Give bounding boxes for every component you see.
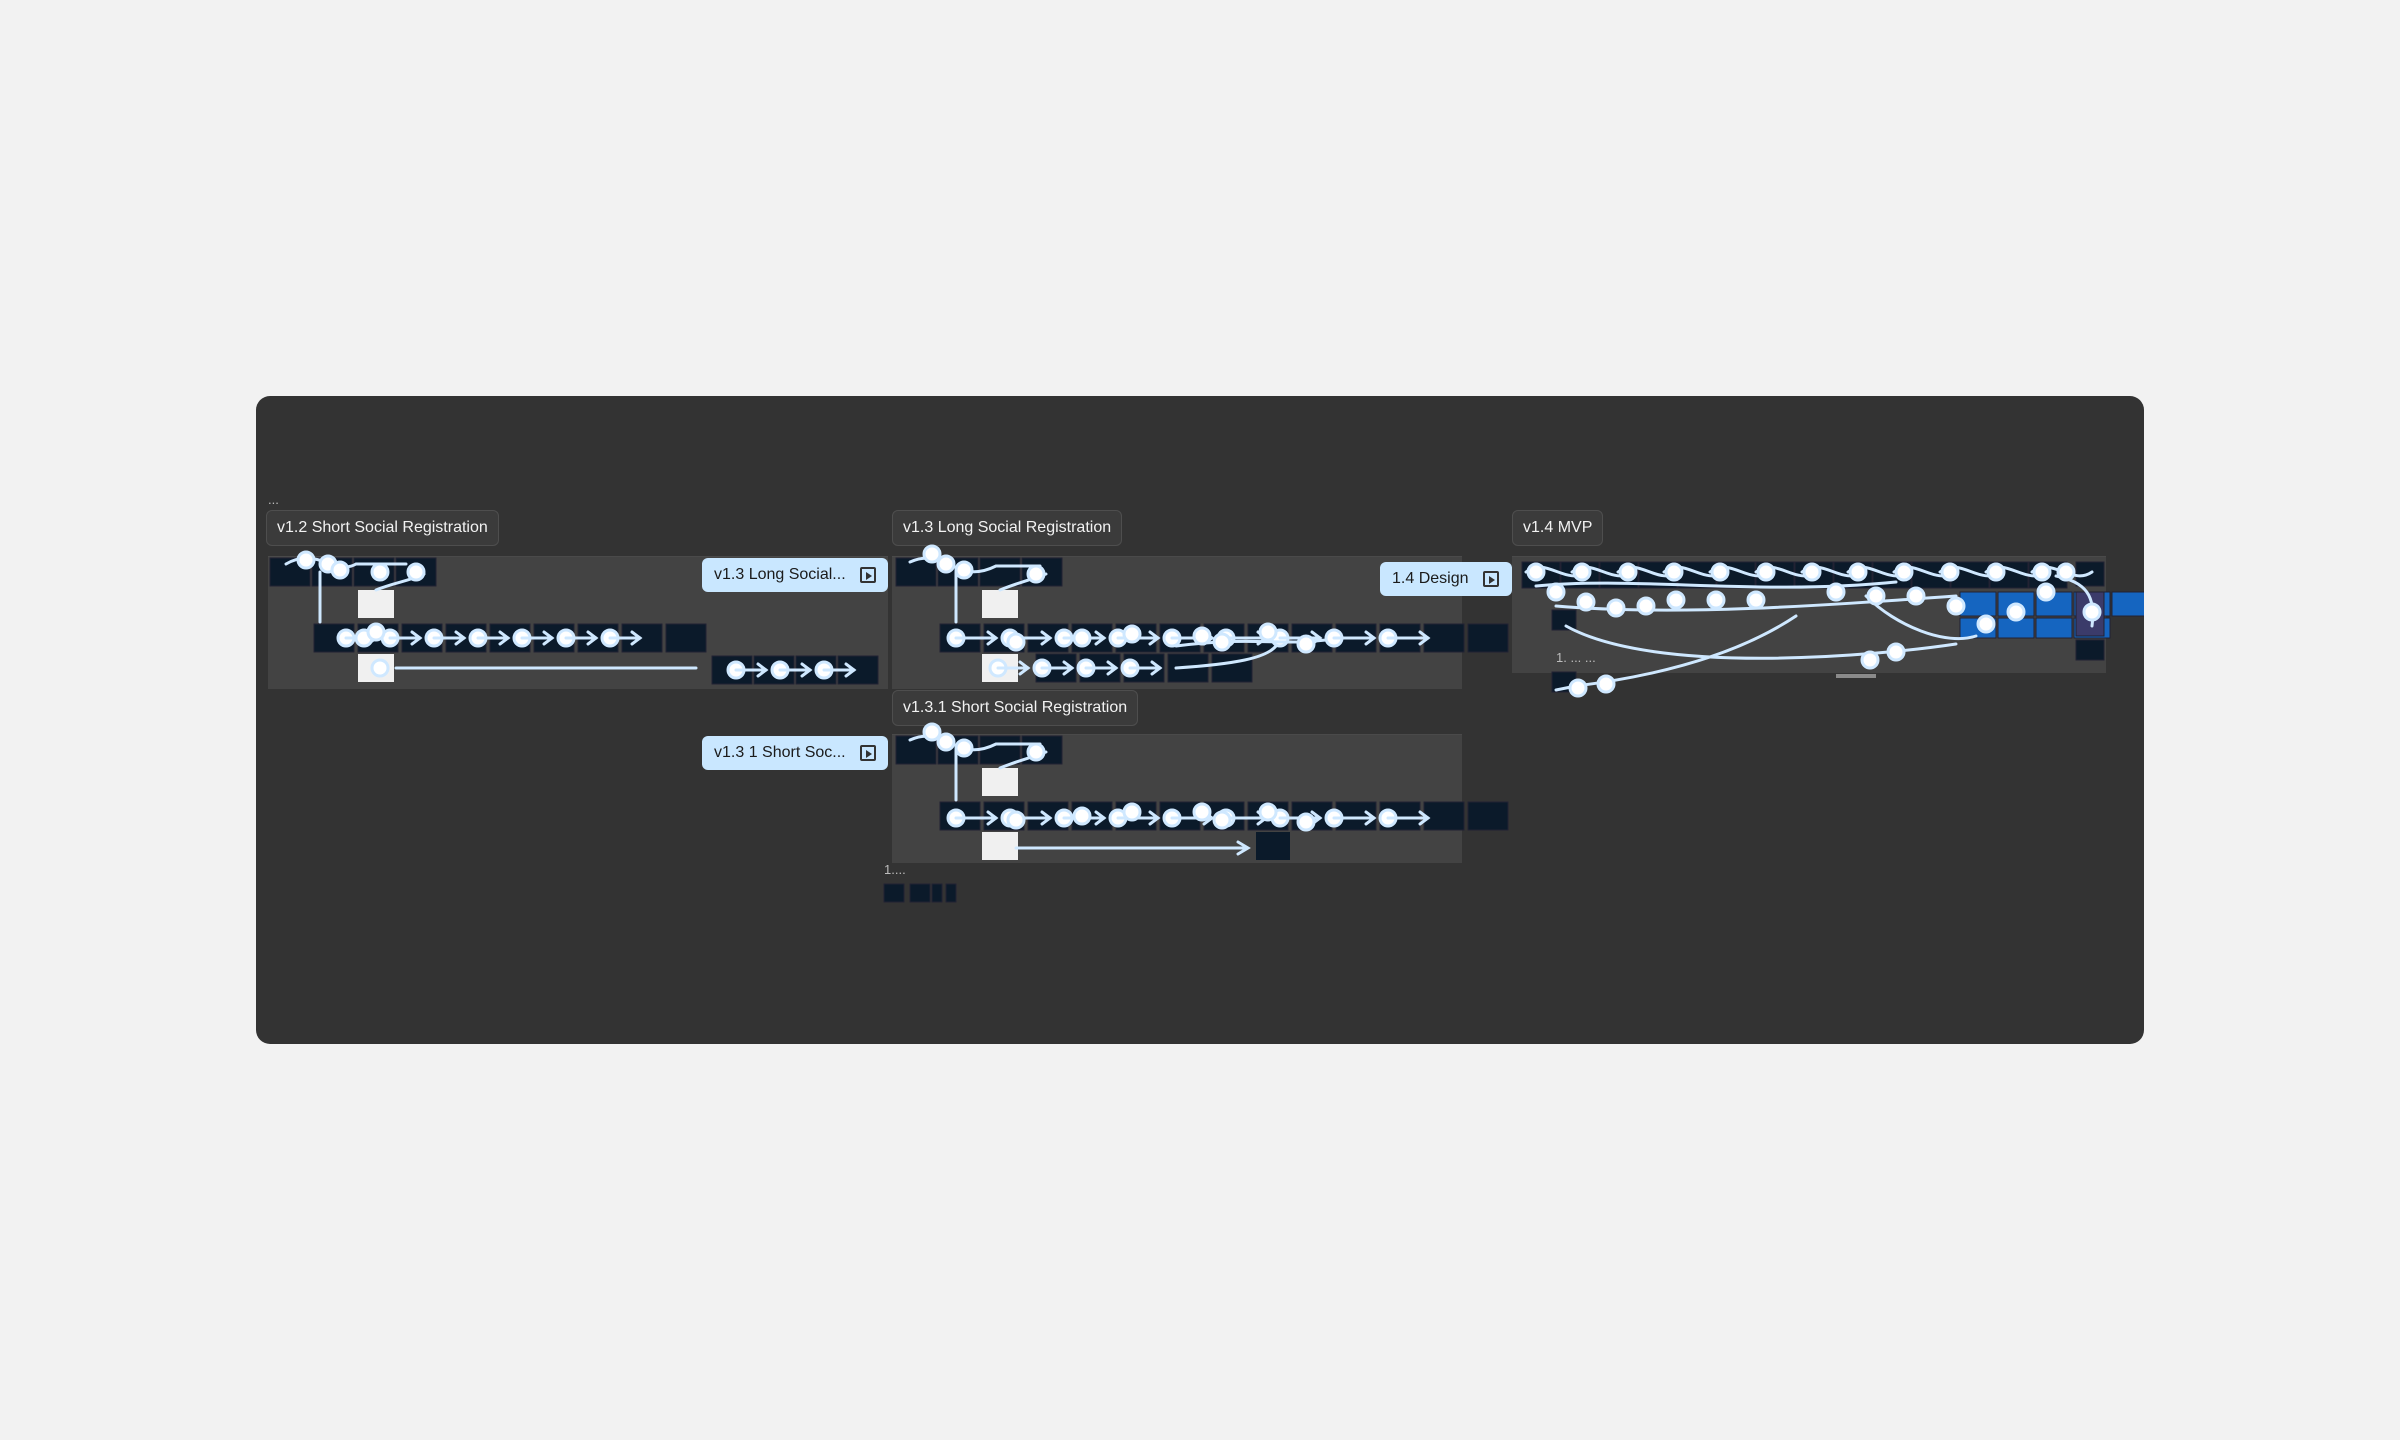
connector-node [332,562,348,578]
connector-node [1908,588,1924,604]
connector-node [1668,592,1684,608]
connector-node [1620,564,1636,580]
connector-node [1942,564,1958,580]
connector-node [1214,812,1230,828]
connector-node [408,564,424,580]
connector-node [1804,564,1820,580]
frame-thumbnail-white [982,590,1018,618]
frame-thumbnail [1424,802,1464,830]
frame-thumbnail [980,736,1020,764]
connector-node [1608,600,1624,616]
connector-node [1028,566,1044,582]
connector-node [368,624,384,640]
prototype-canvas[interactable]: ... v1.2 Short Social Registration v1.3 … [256,396,2144,1044]
frame-thumbnail [980,558,1020,586]
connector-node [1988,564,2004,580]
connector-node [372,564,388,580]
connector-node [1194,804,1210,820]
prototype-connections [256,396,2144,1044]
connector-node [1850,564,1866,580]
connector-node [1260,804,1276,820]
connector-node [1978,616,1994,632]
connector-node [1666,564,1682,580]
frame-thumbnail-white [358,590,394,618]
connector-node [1896,564,1912,580]
connector-node [298,552,314,568]
frame-thumbnail [1468,624,1508,652]
connector-node [1124,626,1140,642]
connector-node [1028,744,1044,760]
frame-thumbnail [910,884,930,902]
connector-node [1758,564,1774,580]
connector-node [1298,636,1314,652]
connector-node [2038,584,2054,600]
connector-node [1708,592,1724,608]
connector-node [1074,808,1090,824]
frame-thumbnail [946,884,956,902]
connector-node [1828,584,1844,600]
frame-thumbnail [1552,610,1576,630]
frame-thumbnail [1960,592,1996,616]
connector-node [2008,604,2024,620]
connector-node [956,562,972,578]
connector-node [1712,564,1728,580]
connector-node [1548,584,1564,600]
connector-node [1260,624,1276,640]
connector-node [2084,604,2100,620]
connector-node [1948,598,1964,614]
connector-node [1748,592,1764,608]
connector-node [1862,652,1878,668]
connector-node [1868,588,1884,604]
frame-thumbnail [1256,832,1290,860]
frame-thumbnail [1468,802,1508,830]
frame-thumbnail [2112,592,2144,616]
connector-node [1570,680,1586,696]
frame-thumbnail [884,884,904,902]
small-divider [1836,674,1876,678]
connector-node [1598,676,1614,692]
connector-node [1578,594,1594,610]
connector-node [1214,634,1230,650]
connector-node [1298,814,1314,830]
connector-node [938,556,954,572]
frame-thumbnail [2036,618,2072,638]
connector-node [938,734,954,750]
connector-node [1008,812,1024,828]
connector-node [372,660,388,676]
connector-node [2058,564,2074,580]
frame-thumbnail [2076,640,2104,660]
connector-node [2034,564,2050,580]
frame-thumbnail-white [982,832,1018,860]
connector-node [1574,564,1590,580]
connector-node [1124,804,1140,820]
connector-node [1888,644,1904,660]
connector-node [1074,630,1090,646]
frame-thumbnail [666,624,706,652]
connector-node [956,740,972,756]
frame-thumbnail-white [982,768,1018,796]
connector-node [1194,628,1210,644]
connector-node [1008,634,1024,650]
connector-node [1528,564,1544,580]
frame-thumbnail [932,884,942,902]
connector-node [1638,598,1654,614]
